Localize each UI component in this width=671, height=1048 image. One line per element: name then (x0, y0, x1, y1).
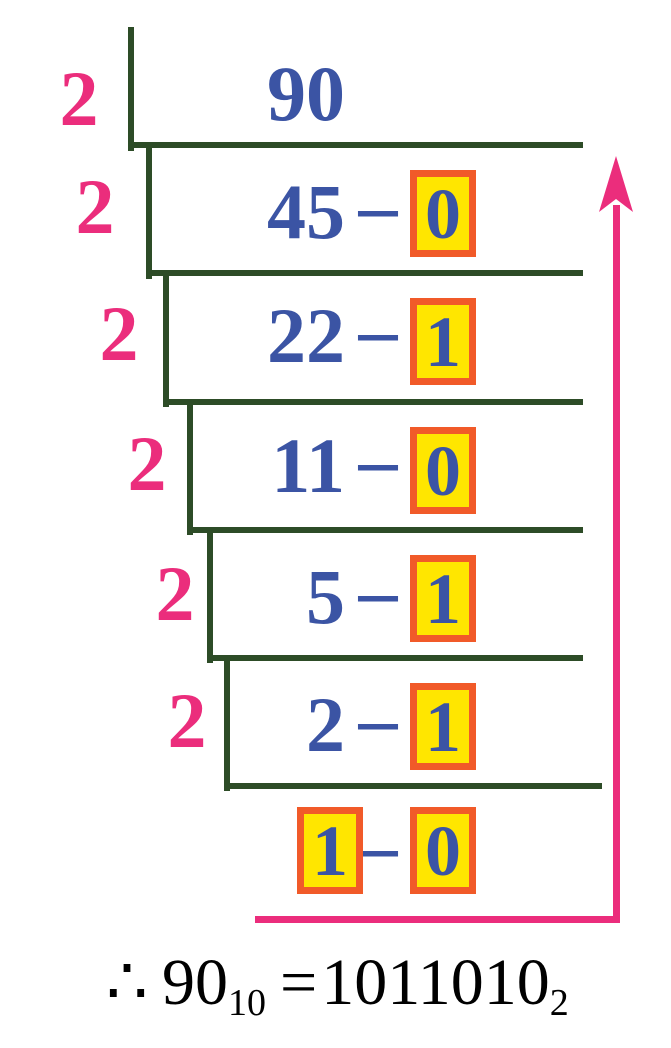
remainder-digit: 1 (425, 558, 461, 639)
dash-row-5: – (358, 547, 398, 634)
decimal-value: 90 (162, 946, 228, 1019)
final-quotient-box: 1 (297, 807, 363, 894)
binary-value: 1011010 (321, 946, 550, 1019)
remainder-digit: 0 (425, 430, 461, 511)
remainder-digit: 1 (425, 686, 461, 767)
quotient-row-3: 22 (267, 292, 345, 379)
divisor-row-3: 2 (99, 290, 139, 377)
remainder-box-row-3: 1 (410, 298, 476, 385)
conclusion-formula: ∴9010=10110102 (106, 950, 666, 1022)
divisor-row-1: 2 (59, 55, 99, 142)
divisor-row-2: 2 (75, 163, 115, 250)
arrow-up-icon (599, 156, 633, 212)
quotient-row-5: 5 (306, 553, 345, 640)
divisor-row-4: 2 (127, 420, 167, 507)
quotient-row-2: 45 (267, 168, 345, 255)
quotient-row-6: 2 (306, 681, 345, 768)
quotient-row-4: 11 (271, 422, 345, 509)
arrow-horizontal-segment (255, 916, 620, 923)
remainder-box-row-5: 1 (410, 555, 476, 642)
bracket-hline-4 (187, 527, 583, 533)
remainder-box-row-6: 1 (410, 683, 476, 770)
bracket-vline-2 (146, 145, 152, 279)
bracket-vline-5 (207, 530, 213, 663)
bracket-hline-6 (224, 783, 602, 789)
bracket-vline-1 (128, 27, 134, 151)
bracket-hline-3 (163, 399, 583, 405)
bracket-vline-4 (187, 402, 193, 535)
equals-sign: = (280, 946, 318, 1019)
bracket-hline-2 (146, 270, 583, 276)
dash-row-4: – (358, 416, 398, 503)
bracket-hline-1 (128, 142, 583, 148)
bracket-vline-6 (224, 658, 230, 791)
divisor-row-5: 2 (155, 550, 195, 637)
remainder-digit: 0 (425, 810, 461, 891)
dash-row-7: – (358, 802, 398, 889)
remainder-digit: 0 (425, 173, 461, 254)
dash-row-3: – (358, 286, 398, 373)
binary-base-subscript: 2 (549, 981, 569, 1024)
decimal-base-subscript: 10 (228, 981, 266, 1024)
remainder-digit: 1 (425, 301, 461, 382)
final-quotient-digit: 1 (312, 810, 348, 891)
final-remainder-box: 0 (410, 807, 476, 894)
bracket-hline-5 (207, 655, 583, 661)
remainder-box-row-2: 0 (410, 170, 476, 257)
remainder-box-row-4: 0 (410, 427, 476, 514)
therefore-symbol: ∴ (106, 946, 148, 1019)
dash-row-2: – (358, 162, 398, 249)
divisor-row-6: 2 (167, 677, 207, 764)
bracket-vline-3 (163, 273, 169, 407)
quotient-row-1: 90 (267, 50, 345, 137)
arrow-vertical-segment (613, 205, 620, 923)
dash-row-6: – (358, 675, 398, 762)
